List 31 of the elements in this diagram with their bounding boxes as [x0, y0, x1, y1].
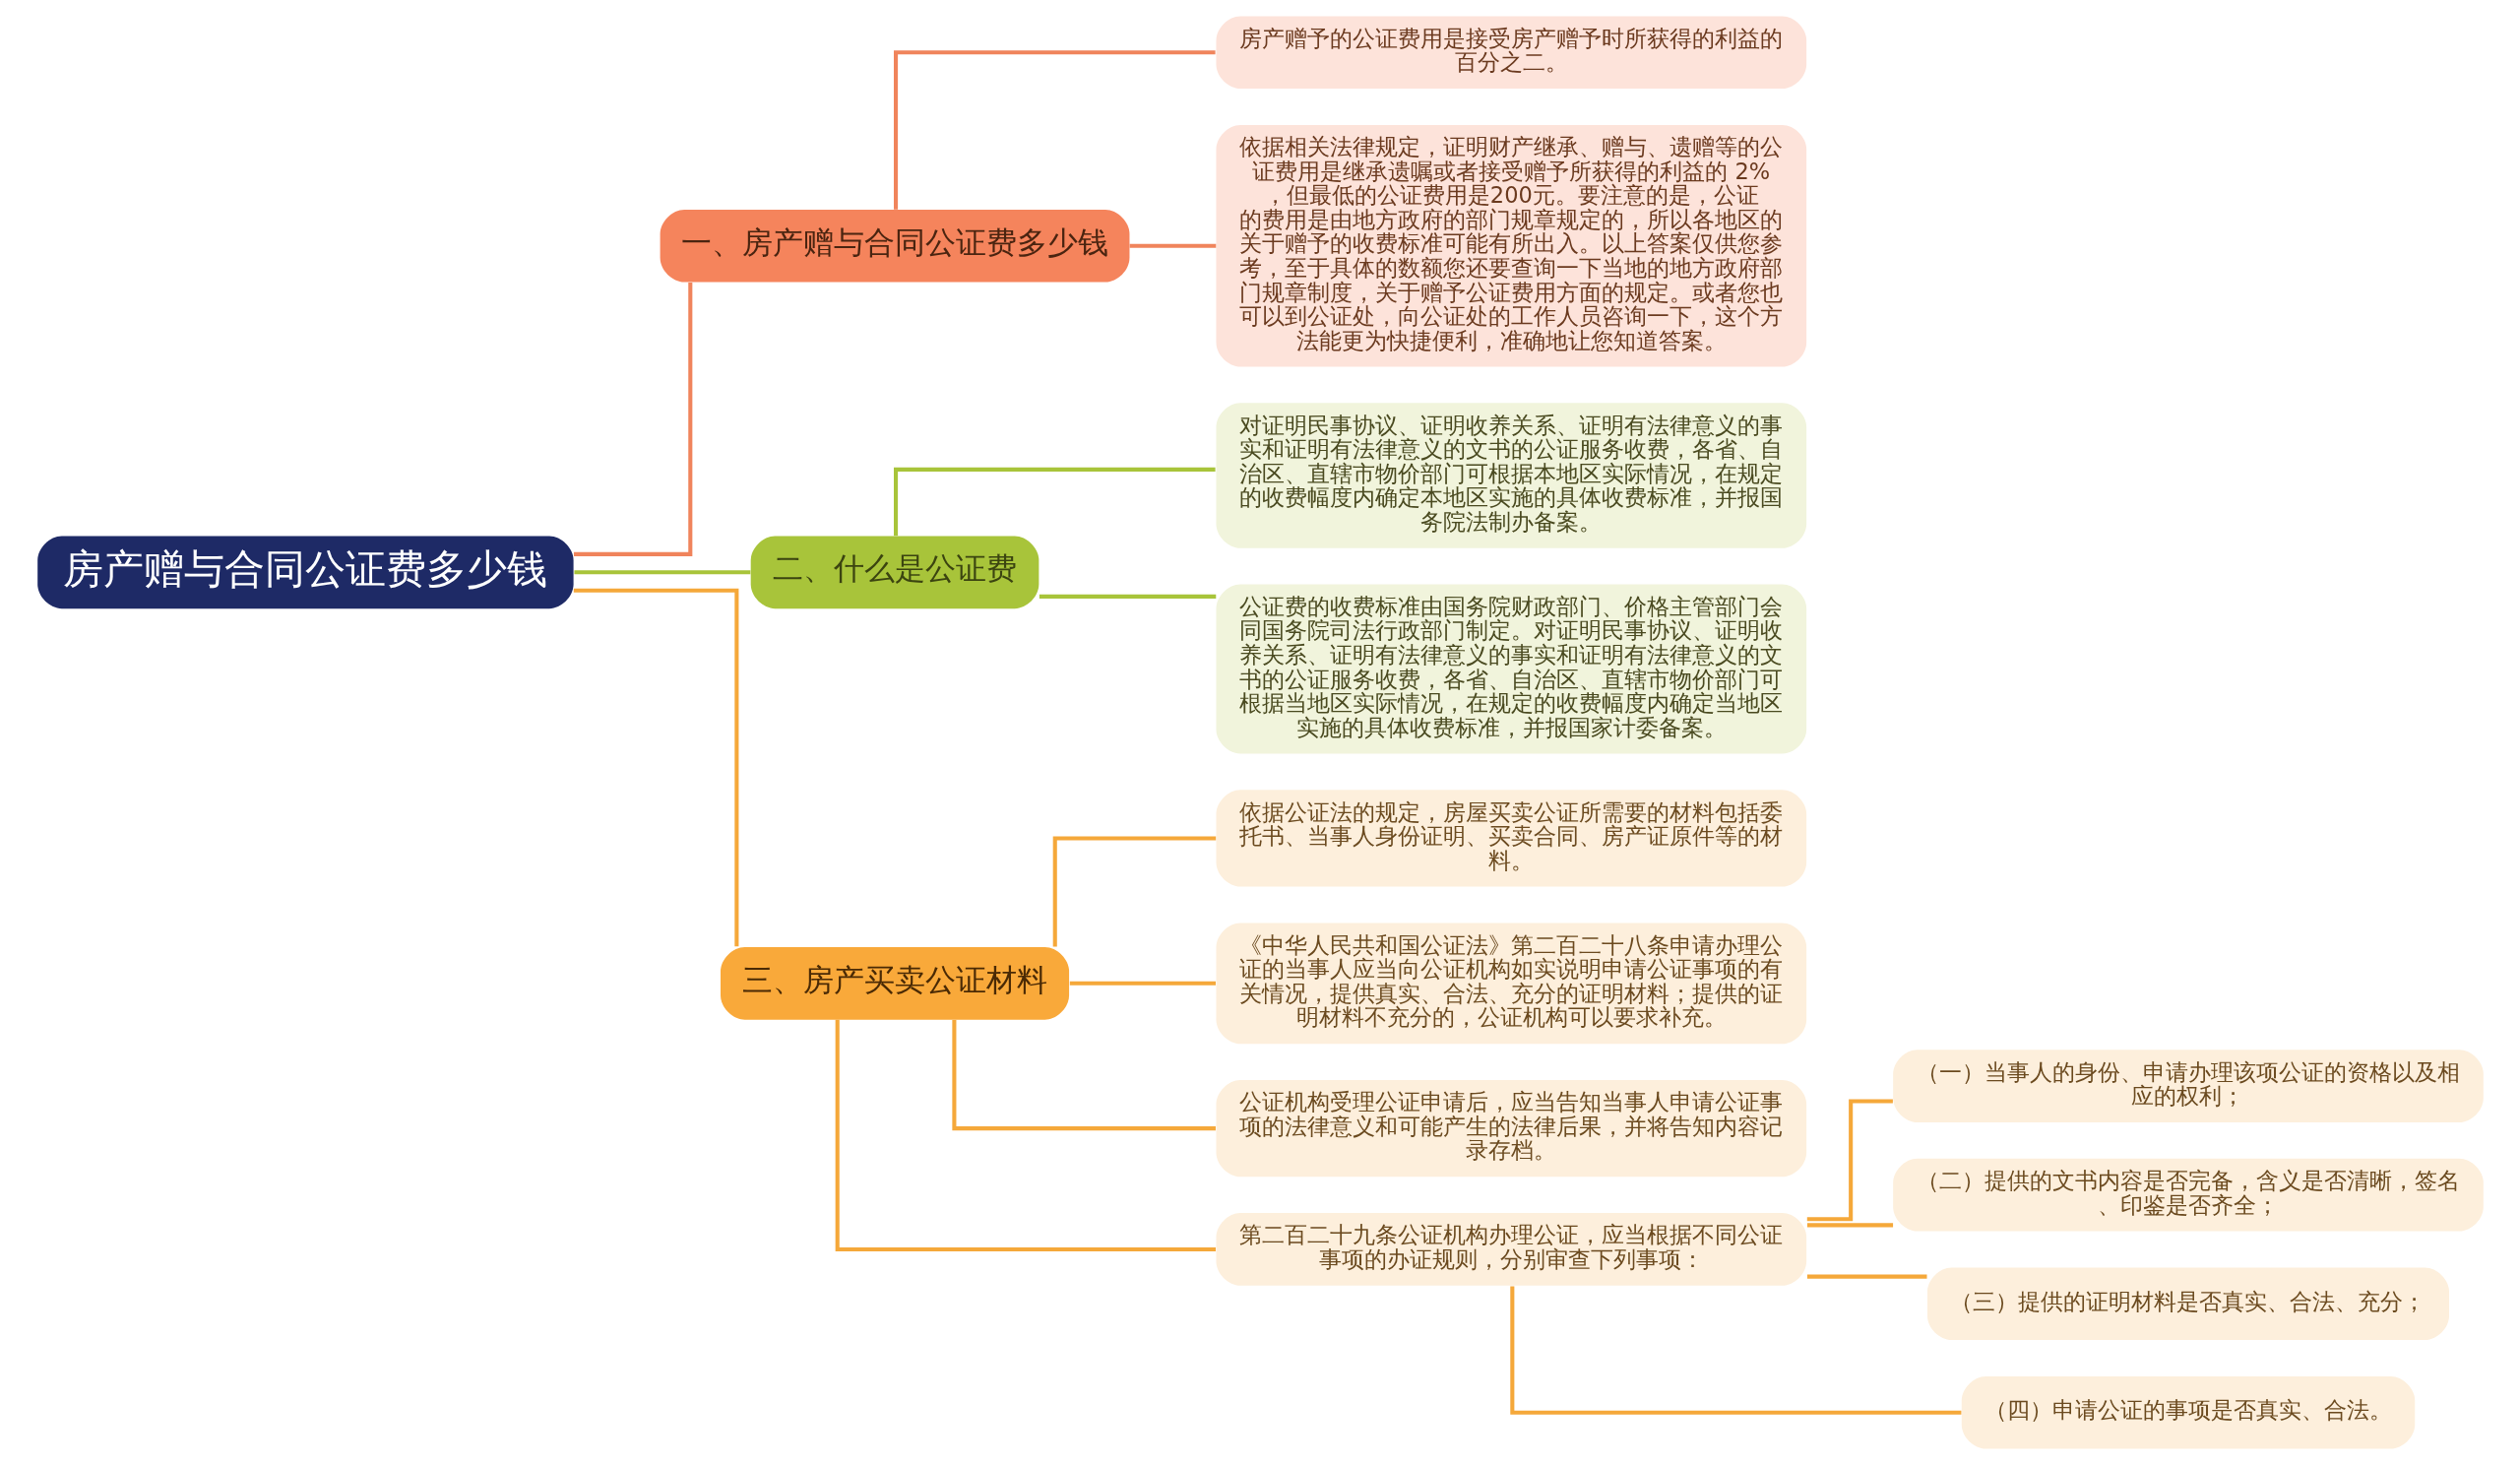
node-box: 公证费的收费标准由国务院财政部门、价格主管部门会同国务院司法行政部门制定。对证明民事协议、证明收养关系、证明有法律意义的事实和证明有法律意义的文书的公证服务收费，各省、自治区、直辖市物价部门可根据当地区实际情况，在规定的收费幅度内确定当地区实施的具体收费标准，并报国家计委备案。	[1215, 584, 1806, 754]
connector	[1806, 1274, 1926, 1279]
node-box: （四）申请公证的事项是否真实、合法。	[1961, 1375, 2415, 1449]
node-box: 三、房产买卖公证材料	[720, 946, 1069, 1020]
connector	[1509, 1286, 1961, 1415]
connector	[573, 570, 750, 575]
connector	[573, 588, 738, 947]
connector	[573, 282, 692, 556]
node-box: 《中华人民共和国公证法》第二百二十八条申请办理公证的当事人应当向公证机构如实说明申请公证事项的有关情况，提供真实、合法、充分的证明材料；提供的证明材料不充分的，公证机构可以要求补充。	[1215, 923, 1806, 1045]
connector	[893, 467, 1216, 537]
connector	[1806, 1099, 1893, 1222]
node-box: 对证明民事协议、证明收养关系、证明有法律意义的事实和证明有法律意义的文书的公证服务收费，各省、自治区、直辖市物价部门可根据本地区实际情况，在规定的收费幅度内确定本地区实施的具体收费标准，并报国务院法制办备案。	[1215, 403, 1806, 548]
node-box: （二）提供的文书内容是否完备，含义是否清晰，签名、印鉴是否齐全；	[1892, 1158, 2484, 1232]
node-box: （一）当事人的身份、申请办理该项公证的资格以及相应的权利；	[1892, 1050, 2484, 1123]
node-box: 依据相关法律规定，证明财产继承、赠与、遗赠等的公证费用是继承遗嘱或者接受赠予所获得的利益的 2% ，但最低的公证费用是200元。要注意的是，公证的费用是由地方政府的部门规章规定的，所以各地区的关于赠予的收费标准可能有所出入。以上答案仅供您参考，至于具体的数额您还要查询一下当地的地方政府部门规章制度，关于赠予公证费用方面的规定。或者您也可以到公证处，向公证处的工作人员咨询一下，这个方法能更为快捷便利，准确地让您知道答案。	[1215, 124, 1806, 367]
connector	[1806, 1223, 1893, 1228]
node-box: 房产赠予的公证费用是接受房产赠予时所获得的利益的百分之二。	[1215, 16, 1806, 90]
connector	[1069, 981, 1216, 986]
node-box: （三）提供的证明材料是否真实、合法、充分；	[1926, 1267, 2449, 1341]
node-box: 一、房产赠与合同公证费多少钱	[660, 209, 1129, 283]
node-box: 依据公证法的规定，房屋买卖公证所需要的材料包括委托书、当事人身份证明、买卖合同、房产证原件等的材料。	[1215, 790, 1806, 887]
connector	[1129, 243, 1216, 248]
connector	[1039, 594, 1216, 599]
connector	[951, 1020, 1216, 1131]
node-box: 房产赠与合同公证费多少钱	[36, 536, 574, 609]
connector	[893, 50, 1216, 210]
node-box: 公证机构受理公证申请后，应当告知当事人申请公证事项的法律意义和可能产生的法律后果，并将告知内容记录存档。	[1215, 1080, 1806, 1178]
node-box: 第二百二十九条公证机构办理公证，应当根据不同公证事项的办证规则，分别审查下列事项：	[1215, 1213, 1806, 1286]
connector	[835, 1019, 1216, 1251]
node-box: 二、什么是公证费	[750, 536, 1039, 609]
connector	[1052, 836, 1216, 947]
